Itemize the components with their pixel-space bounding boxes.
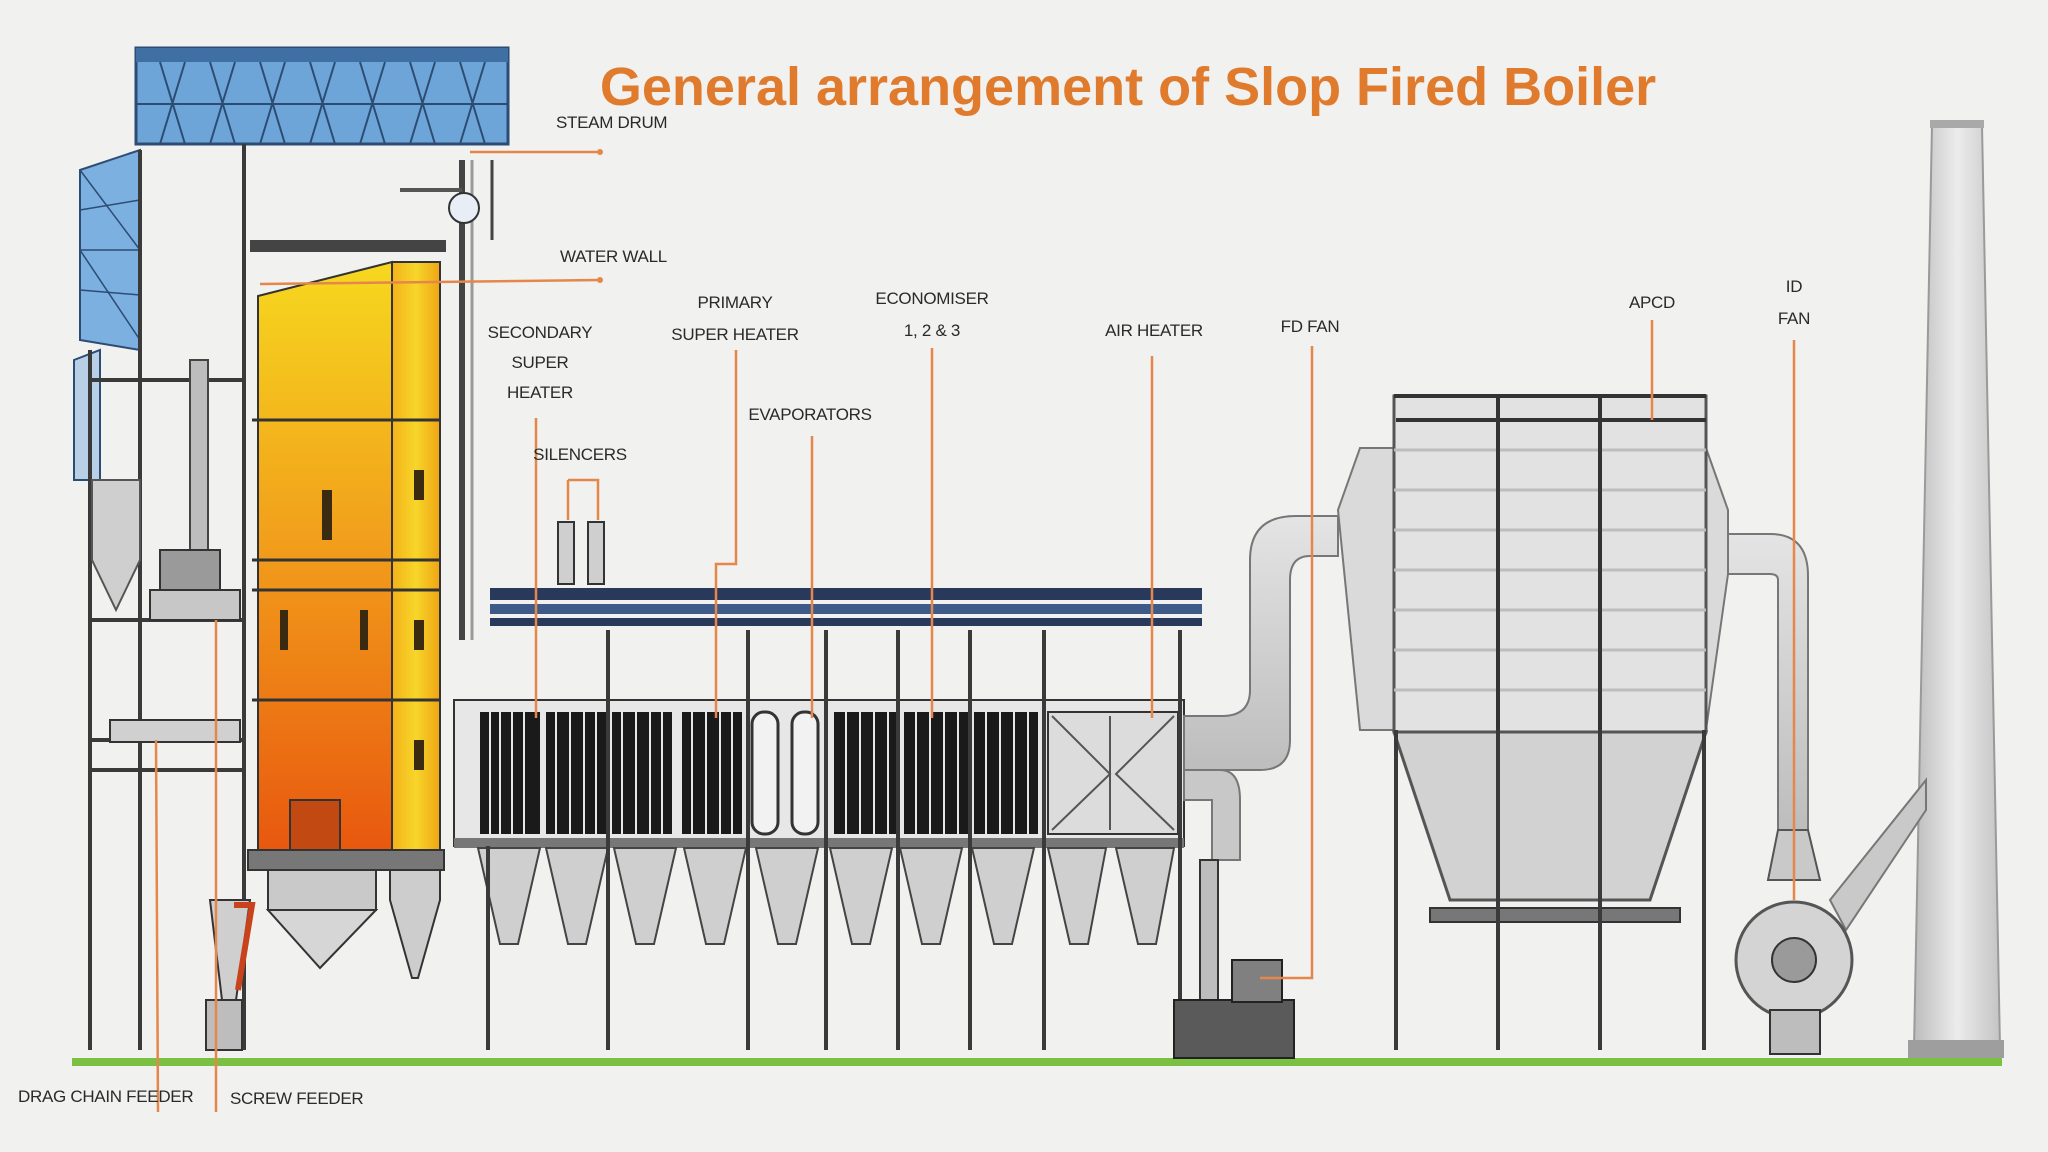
label-economiser-2: 1, 2 & 3 <box>904 321 960 340</box>
steel-frame <box>88 144 246 1050</box>
label-steam-drum: STEAM DRUM <box>556 113 667 132</box>
convection-pass <box>453 521 1202 1050</box>
diagram-title: General arrangement of Slop Fired Boiler <box>600 57 1656 117</box>
label-screw-feeder: SCREW FEEDER <box>230 1089 363 1108</box>
fd-fan <box>1173 859 1295 1059</box>
label-apcd: APCD <box>1629 293 1675 312</box>
flue-duct <box>1183 515 1927 932</box>
steam-drum <box>400 160 494 640</box>
label-secondary-super-heater-1: SECONDARY <box>488 323 593 342</box>
label-economiser-1: ECONOMISER <box>875 289 988 308</box>
label-primary-super-heater-1: PRIMARY <box>697 293 772 312</box>
label-secondary-super-heater-3: HEATER <box>507 383 573 402</box>
screw-feeder <box>205 899 256 1051</box>
label-air-heater: AIR HEATER <box>1105 321 1203 340</box>
leader-lines <box>154 149 1796 1113</box>
label-water-wall: WATER WALL <box>560 247 667 266</box>
label-primary-super-heater-2: SUPER HEATER <box>671 325 798 344</box>
label-drag-chain-feeder: DRAG CHAIN FEEDER <box>18 1087 193 1106</box>
left-hopper <box>91 479 141 613</box>
label-id-fan-2: FAN <box>1778 309 1810 328</box>
label-silencers: SILENCERS <box>533 445 627 464</box>
id-fan <box>1734 829 1854 1055</box>
chimney <box>1908 120 2004 1058</box>
component-labels: STEAM DRUM WATER WALL SECONDARY SUPER HE… <box>18 113 1810 1108</box>
furnace <box>247 240 446 979</box>
apcd <box>1336 394 1729 1050</box>
label-id-fan-1: ID <box>1786 277 1802 296</box>
ground-line <box>72 1058 2002 1066</box>
label-fd-fan: FD FAN <box>1281 317 1340 336</box>
label-secondary-super-heater-2: SUPER <box>511 353 568 372</box>
label-evaporators: EVAPORATORS <box>748 405 871 424</box>
roof-truss <box>73 46 510 481</box>
